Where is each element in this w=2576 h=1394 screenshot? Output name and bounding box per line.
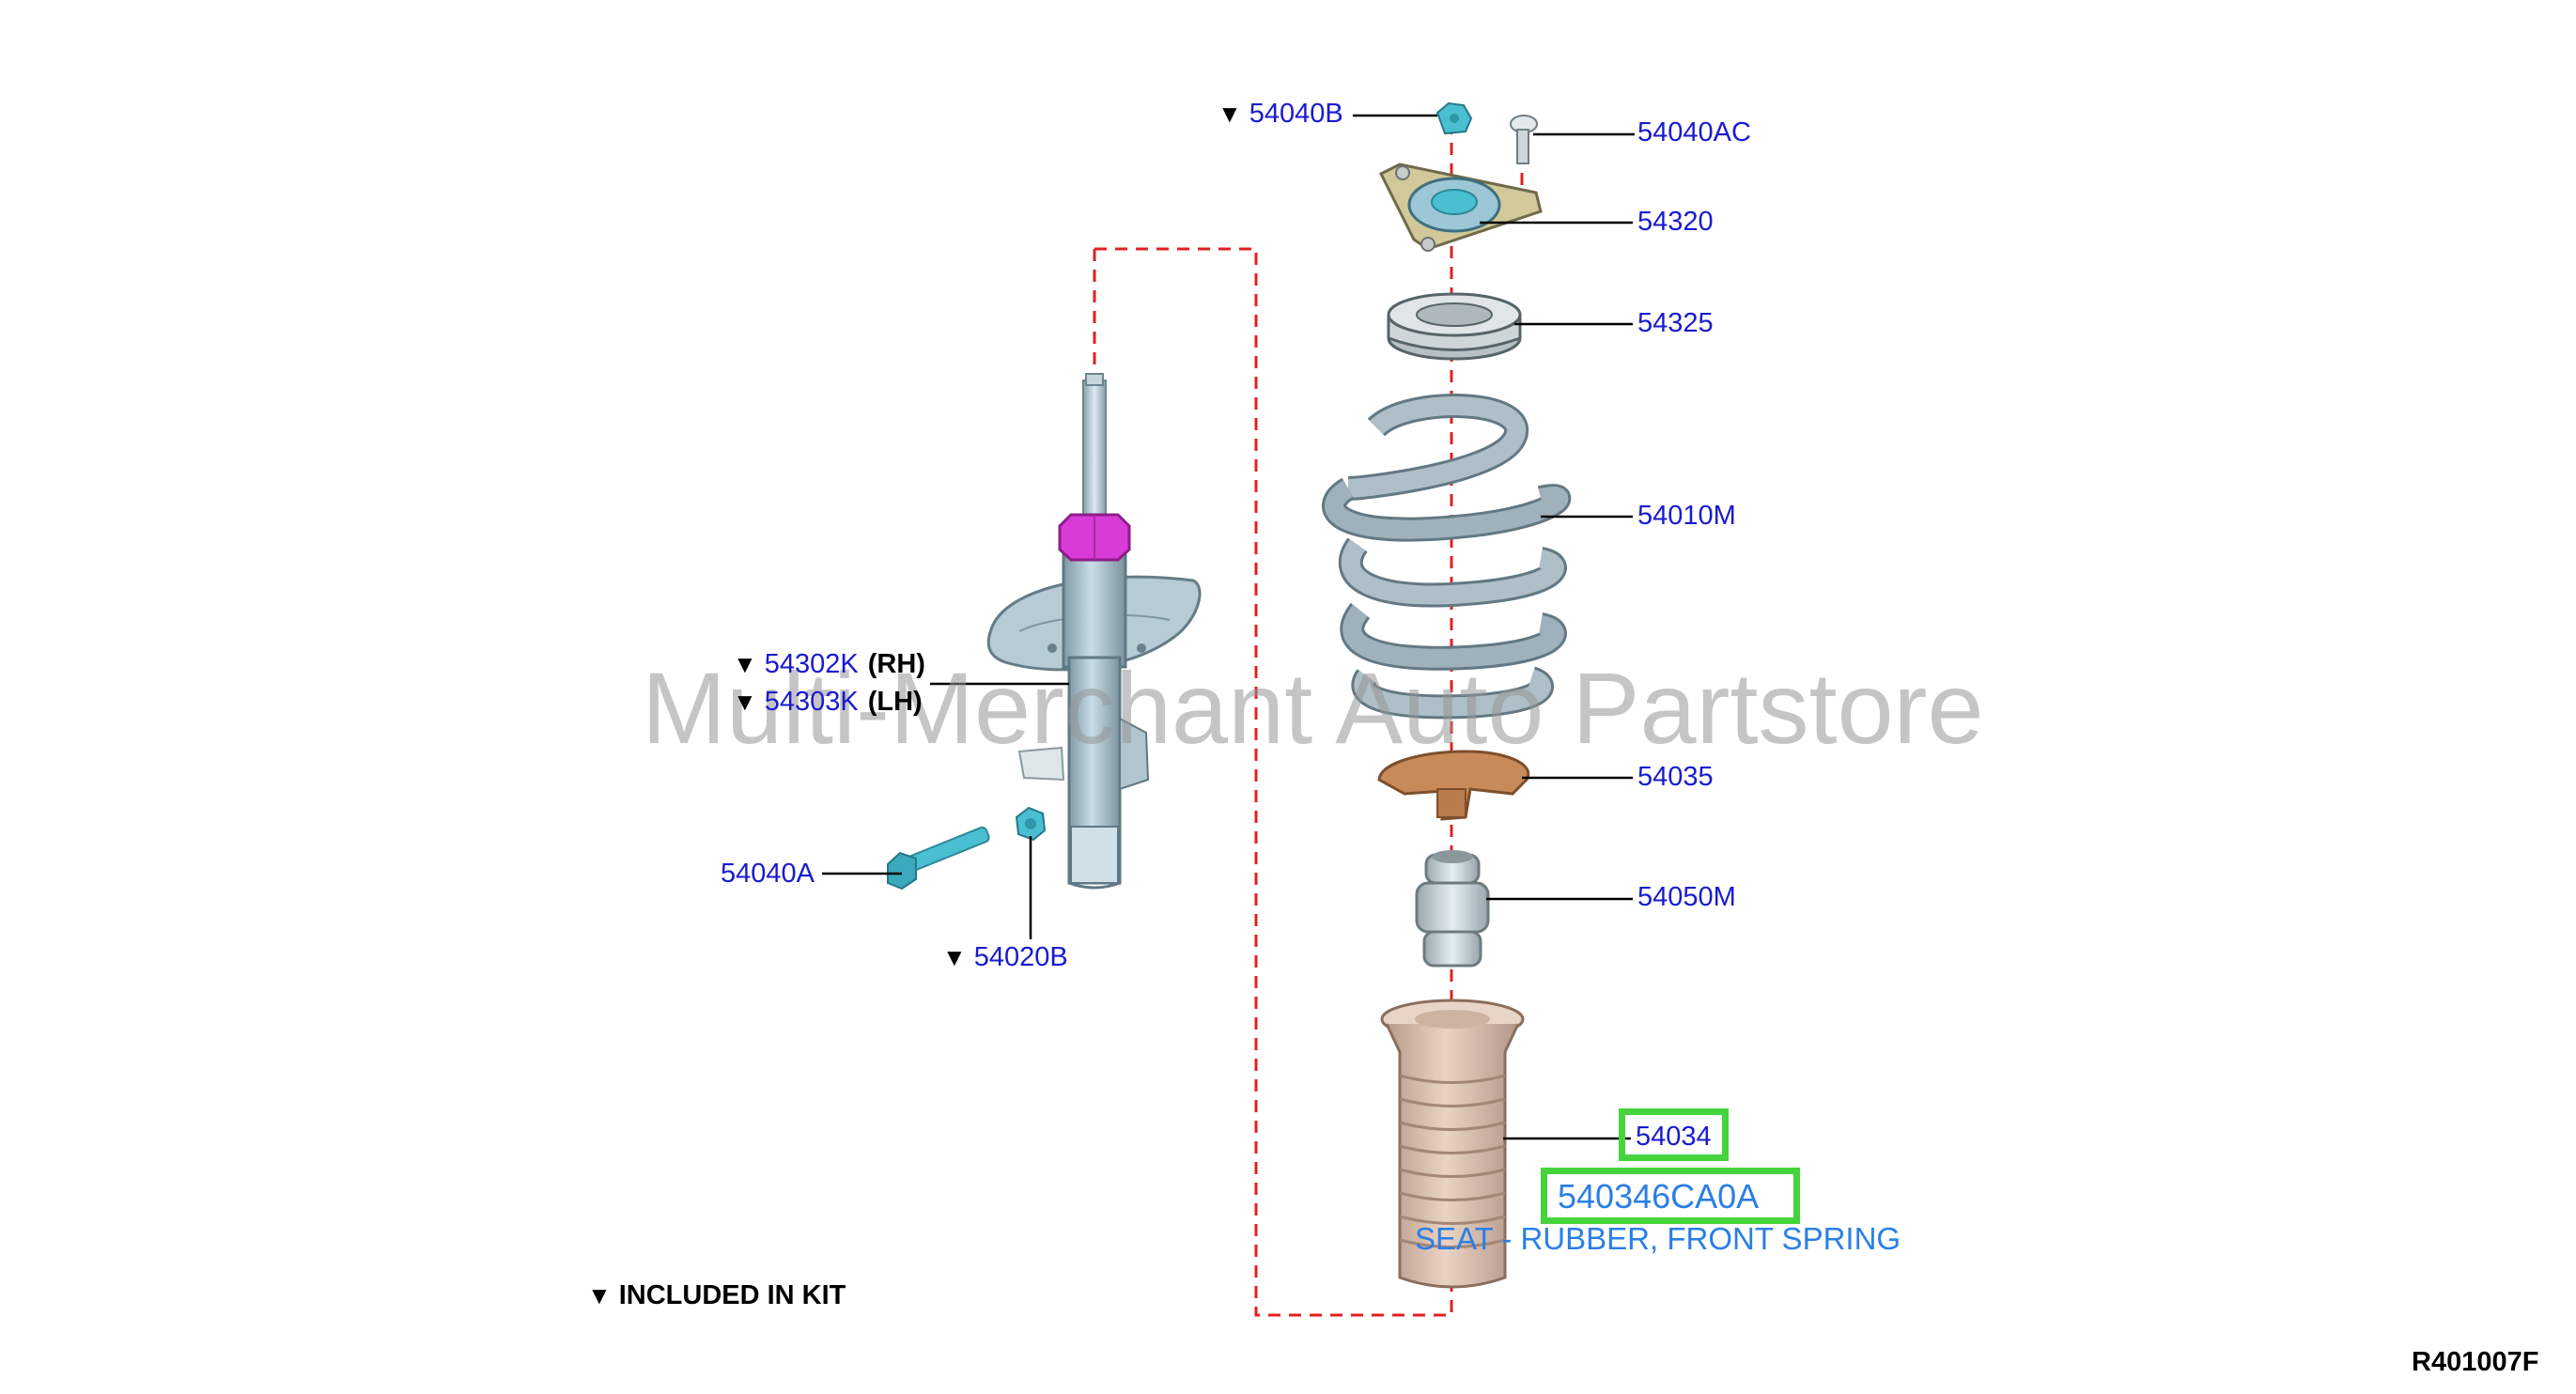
- bearing-54325-part[interactable]: [1387, 292, 1522, 361]
- dust-boot-54034-part[interactable]: [1380, 999, 1525, 1289]
- mount-plate-54320-part[interactable]: [1378, 163, 1543, 252]
- strut-assembly-part[interactable]: [986, 373, 1202, 890]
- highlight-part-number-box[interactable]: [1541, 1168, 1800, 1224]
- callout-label: 54325: [1637, 308, 1714, 338]
- in-kit-marker-icon: ▼: [587, 1281, 612, 1309]
- selected-part-description: SEAT - RUBBER, FRONT SPRING: [1415, 1221, 1901, 1256]
- callout-54010M[interactable]: 54010M: [1637, 503, 1736, 530]
- in-kit-marker-icon: ▼: [733, 688, 757, 716]
- in-kit-marker-icon: ▼: [942, 943, 967, 971]
- selected-part-number[interactable]: 540346CA0A: [1558, 1177, 1760, 1216]
- spring-seat-54035-part[interactable]: [1377, 750, 1530, 821]
- callout-label: 54302K: [764, 649, 859, 679]
- callout-54040B[interactable]: ▼54040B: [1218, 101, 1343, 128]
- side-lh-label: (LH): [867, 687, 923, 717]
- bolt-54040A-part[interactable]: [887, 826, 990, 891]
- highlight-callout-box[interactable]: [1619, 1108, 1729, 1161]
- callout-54050M[interactable]: 54050M: [1637, 884, 1736, 911]
- diagram-reference-code: R401007F: [2412, 1347, 2539, 1377]
- callout-label: 54010M: [1637, 501, 1736, 531]
- bump-stop-54050M-part[interactable]: [1415, 850, 1490, 968]
- in-kit-marker-icon: ▼: [1218, 100, 1242, 128]
- callout-label: 54034: [1636, 1122, 1712, 1152]
- strut-top-nut: [1058, 513, 1131, 562]
- callout-54302K[interactable]: ▼54302K (RH): [733, 651, 925, 678]
- in-kit-marker-icon: ▼: [733, 650, 757, 678]
- bolt-54040AC-part[interactable]: [1510, 115, 1538, 164]
- included-in-kit-note: ▼INCLUDED IN KIT: [587, 1280, 846, 1311]
- callout-54034[interactable]: 54034: [1636, 1123, 1712, 1151]
- callout-label: 54020B: [973, 942, 1068, 972]
- callout-label: 54035: [1637, 762, 1714, 792]
- nut-54020B-part[interactable]: [1015, 806, 1047, 842]
- callout-label: 54040AC: [1637, 117, 1751, 147]
- callout-label: 54050M: [1637, 882, 1736, 912]
- callout-54035[interactable]: 54035: [1637, 764, 1714, 791]
- callout-label: 54040B: [1249, 99, 1343, 129]
- callout-54303K[interactable]: ▼54303K (LH): [733, 689, 923, 716]
- coil-spring-54010M-part[interactable]: [1322, 394, 1572, 720]
- callout-54040A[interactable]: 54040A: [721, 860, 815, 888]
- callout-54320[interactable]: 54320: [1637, 209, 1714, 236]
- callout-54040AC[interactable]: 54040AC: [1637, 119, 1751, 147]
- callout-label: 54040A: [721, 859, 815, 889]
- kit-note-label: INCLUDED IN KIT: [618, 1280, 846, 1310]
- callout-54020B[interactable]: ▼54020B: [942, 944, 1068, 971]
- callout-54325[interactable]: 54325: [1637, 310, 1714, 337]
- side-rh-label: (RH): [867, 649, 925, 679]
- leader-lines: [822, 114, 1635, 1140]
- callout-label: 54303K: [764, 687, 859, 717]
- callout-label: 54320: [1637, 207, 1714, 237]
- nut-54040B-part[interactable]: [1435, 101, 1473, 135]
